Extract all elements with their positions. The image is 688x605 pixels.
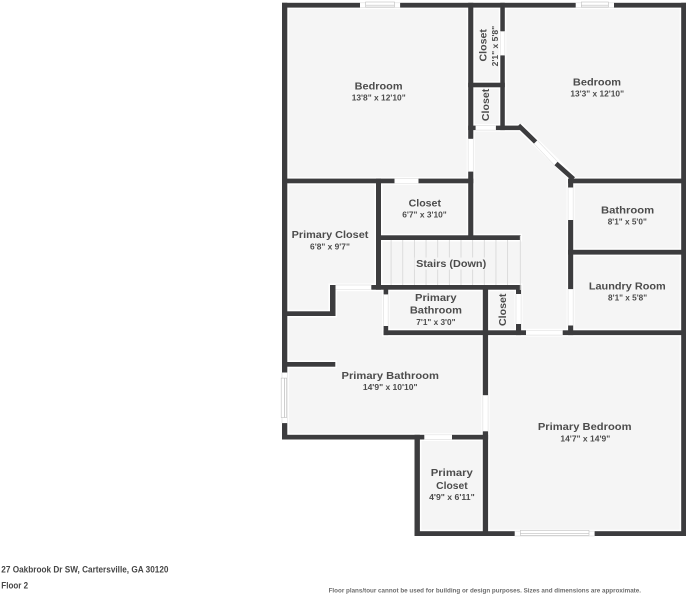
svg-text:8'1" x 5'8": 8'1" x 5'8" bbox=[608, 293, 647, 303]
svg-text:Primary Bedroom: Primary Bedroom bbox=[538, 422, 632, 433]
svg-text:6'8" x 9'7": 6'8" x 9'7" bbox=[310, 242, 350, 252]
svg-text:Floor 2: Floor 2 bbox=[1, 581, 28, 591]
svg-text:14'7" x 14'9": 14'7" x 14'9" bbox=[560, 433, 610, 443]
svg-text:Bedroom: Bedroom bbox=[573, 77, 621, 88]
svg-text:13'3" x 12'10": 13'3" x 12'10" bbox=[570, 89, 624, 99]
svg-text:Closet: Closet bbox=[481, 88, 492, 121]
svg-text:Bathroom: Bathroom bbox=[601, 205, 655, 216]
svg-text:Stairs (Down): Stairs (Down) bbox=[416, 259, 486, 270]
svg-text:2'1" x 5'8": 2'1" x 5'8" bbox=[490, 26, 500, 67]
svg-text:Primary: Primary bbox=[431, 468, 474, 479]
svg-text:Primary Bathroom: Primary Bathroom bbox=[342, 371, 440, 382]
svg-text:Primary: Primary bbox=[415, 293, 457, 304]
svg-text:Closet: Closet bbox=[478, 28, 489, 61]
svg-text:14'9" x 10'10": 14'9" x 10'10" bbox=[363, 382, 418, 392]
svg-text:Bathroom: Bathroom bbox=[410, 305, 462, 316]
svg-text:Closet: Closet bbox=[498, 293, 509, 326]
svg-text:Bedroom: Bedroom bbox=[355, 81, 403, 92]
svg-text:6'7" x 3'10": 6'7" x 3'10" bbox=[402, 210, 447, 220]
svg-text:Closet: Closet bbox=[436, 481, 468, 492]
svg-text:27 Oakbrook Dr SW, Cartersvill: 27 Oakbrook Dr SW, Cartersville, GA 3012… bbox=[1, 565, 168, 575]
svg-text:4'9" x 6'11": 4'9" x 6'11" bbox=[429, 492, 475, 502]
svg-text:13'8" x 12'10": 13'8" x 12'10" bbox=[352, 93, 406, 103]
svg-text:Floor plans/tour cannot be use: Floor plans/tour cannot be used for buil… bbox=[329, 588, 642, 595]
svg-text:Primary Closet: Primary Closet bbox=[292, 230, 370, 241]
svg-text:8'1" x 5'0": 8'1" x 5'0" bbox=[608, 217, 647, 227]
svg-text:Closet: Closet bbox=[409, 198, 442, 209]
svg-text:Laundry Room: Laundry Room bbox=[589, 281, 666, 292]
svg-text:7'1" x 3'0": 7'1" x 3'0" bbox=[416, 317, 455, 327]
